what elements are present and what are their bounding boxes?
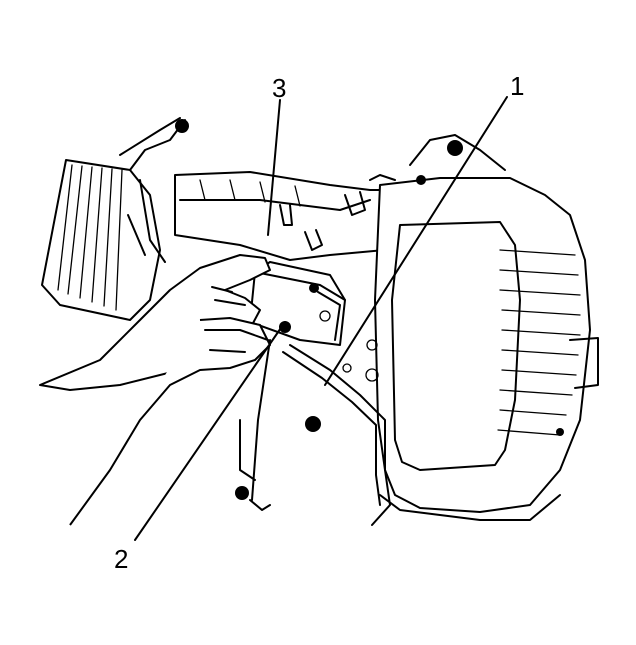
- module-component: [249, 261, 346, 346]
- bolt-icon: [279, 321, 291, 333]
- leader-line-2: [134, 321, 286, 541]
- nut-icon: [305, 416, 321, 432]
- stud-icon: [366, 339, 378, 351]
- bolt-icon: [447, 140, 463, 156]
- bolt-icon: [309, 283, 319, 293]
- stud-icon: [342, 363, 352, 373]
- right-housing: [374, 134, 599, 521]
- bolt-icon: [556, 428, 564, 436]
- callout-2: 2: [114, 544, 128, 574]
- callout-1: 1: [510, 71, 524, 101]
- callout-3: 3: [272, 73, 286, 103]
- bolt-icon: [235, 486, 249, 500]
- left-vent-housing: [41, 117, 189, 321]
- leader-line-3: [267, 99, 281, 236]
- bolt-icon: [416, 175, 426, 185]
- technician-hands: [39, 254, 271, 526]
- stud-icon: [365, 368, 379, 382]
- leader-line-1: [324, 96, 508, 386]
- lower-bracket: [235, 339, 391, 526]
- bolt-icon: [175, 119, 189, 133]
